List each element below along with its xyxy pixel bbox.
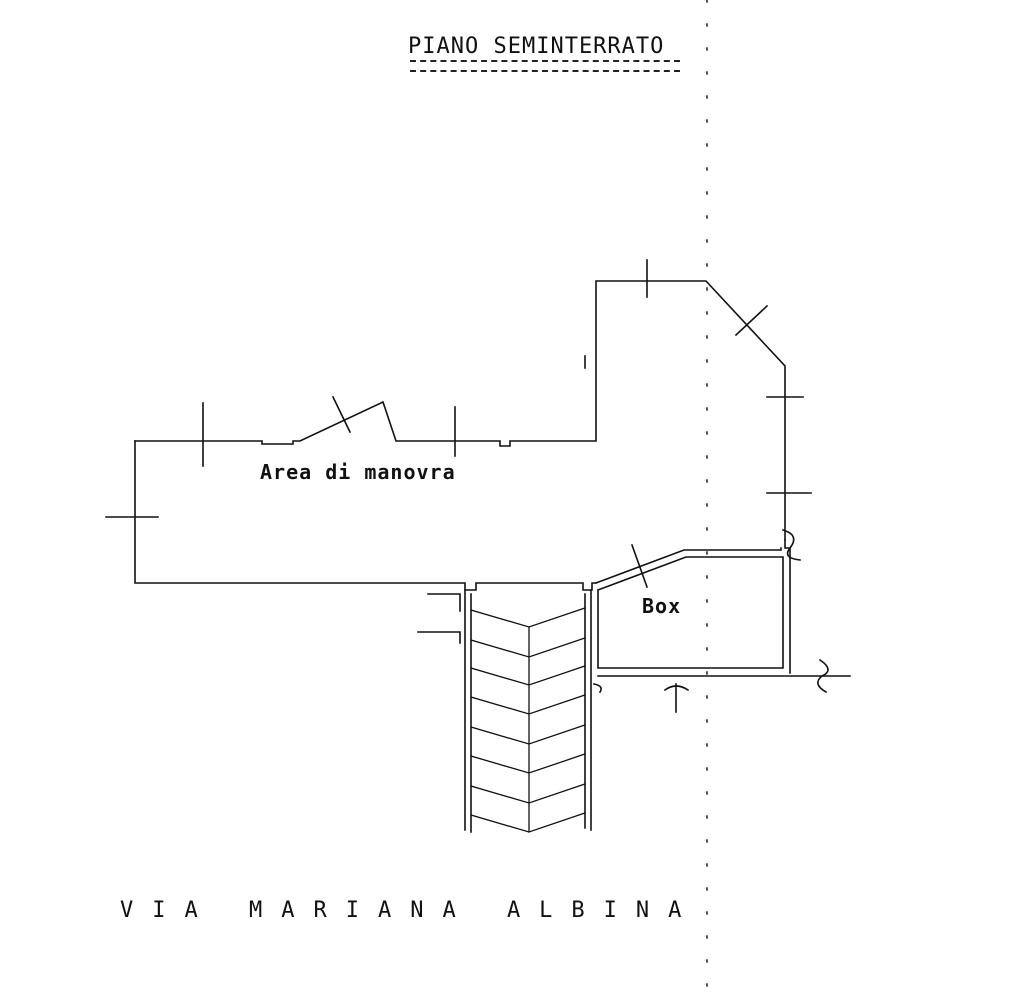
maneuver-area-outline-bottom	[134, 440, 597, 591]
dimension-tick	[630, 543, 649, 589]
box-room-outer	[594, 547, 782, 585]
title-underline	[410, 60, 680, 72]
dimension-tick	[734, 304, 769, 337]
wall-break-mark	[817, 658, 829, 694]
ramp-entrance-stub	[417, 631, 461, 644]
plan-title: PIANO SEMINTERRATO	[408, 34, 665, 59]
wall-break-mark	[782, 529, 801, 561]
street-name: VIA MARIANA ALBINA	[120, 898, 701, 923]
garage-label: Box	[642, 594, 682, 618]
ramp-entrance-stub	[427, 593, 461, 612]
right-wall	[784, 539, 791, 674]
box-room-inner	[596, 556, 784, 669]
ramp-herringbone	[470, 607, 586, 833]
dimension-tick	[331, 395, 352, 434]
maneuver-area-label: Area di manovra	[260, 460, 456, 484]
maneuver-area-outline	[134, 280, 786, 541]
wall-break-mark	[593, 683, 602, 694]
